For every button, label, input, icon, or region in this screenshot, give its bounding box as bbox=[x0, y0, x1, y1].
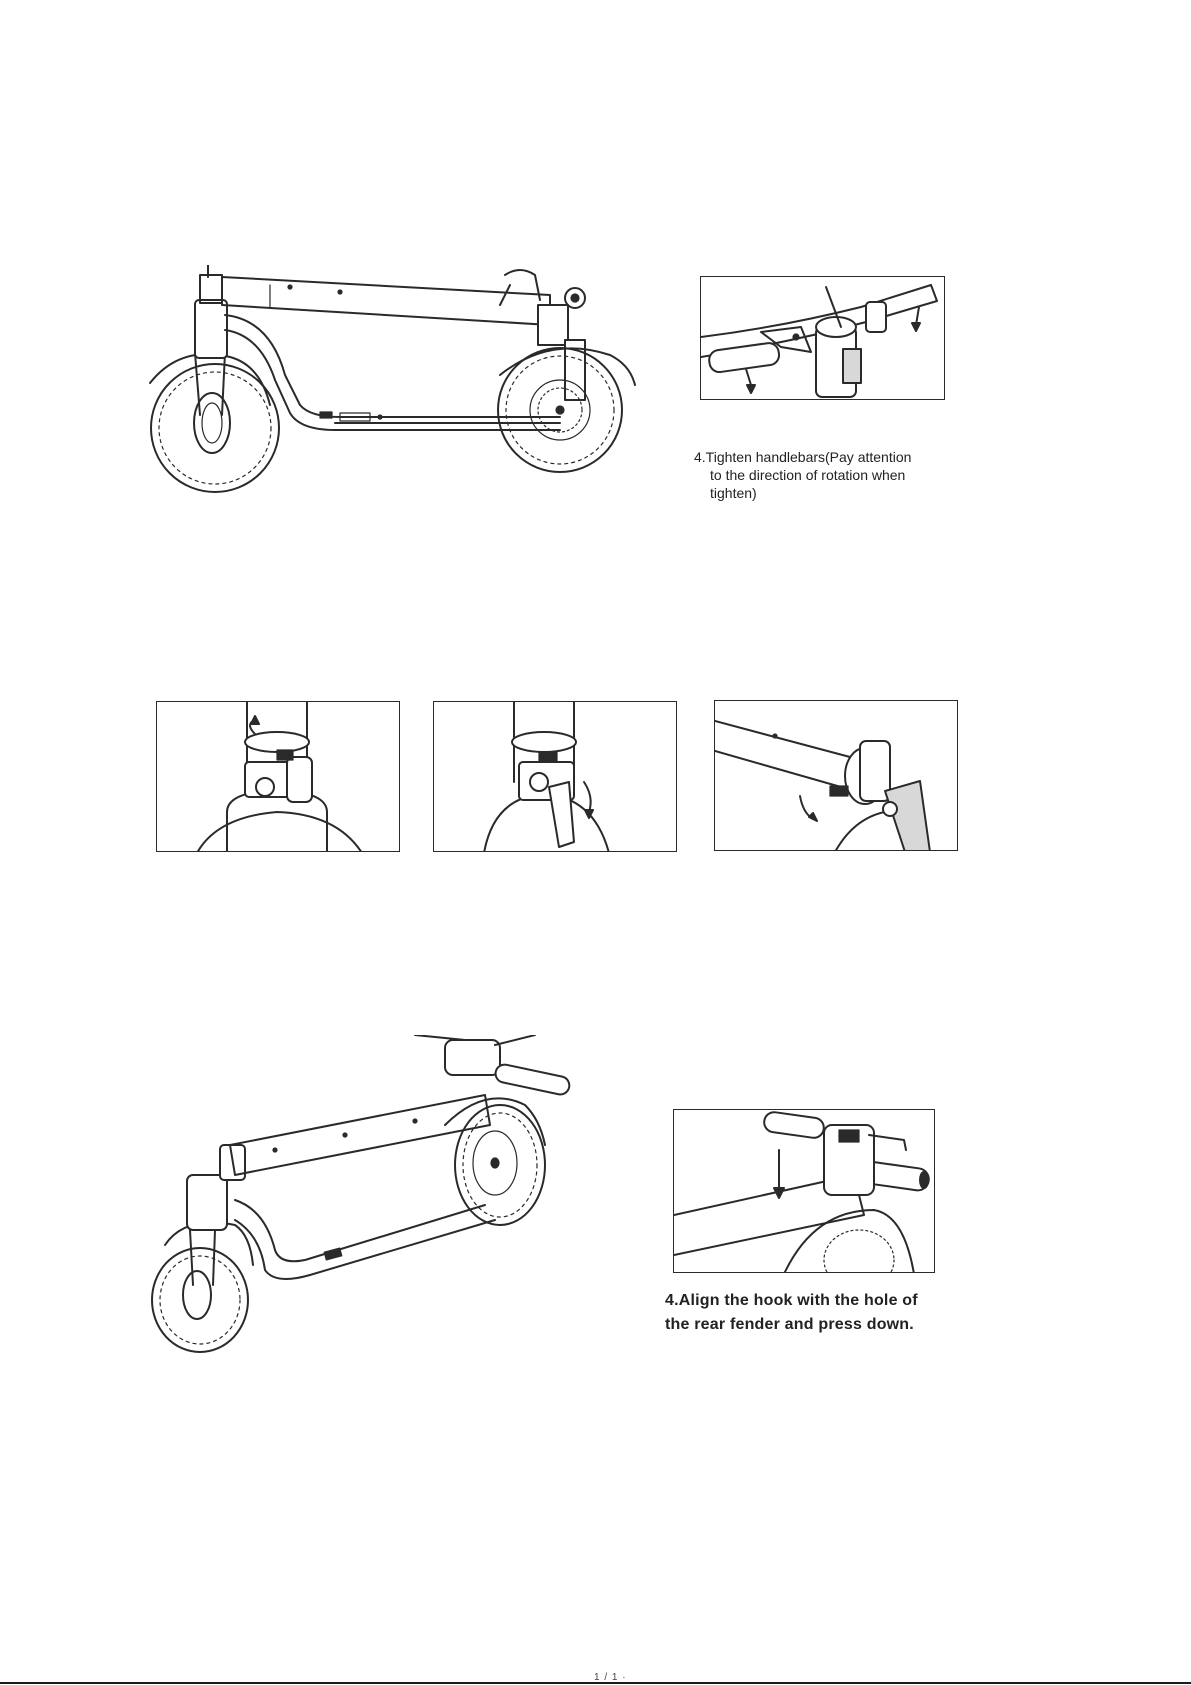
footer-rule bbox=[0, 1682, 1191, 1684]
align-hook-caption: 4.Align the hook with the hole of the re… bbox=[665, 1289, 965, 1337]
caption-line: the rear fender and press down. bbox=[665, 1313, 965, 1337]
folded-scooter-side-illustration bbox=[140, 265, 680, 510]
folding-latch-step-3-frame bbox=[714, 700, 958, 851]
tighten-handlebars-caption: 4.Tighten handlebars(Pay attention to th… bbox=[694, 448, 954, 502]
tighten-handlebars-detail-frame bbox=[700, 276, 945, 400]
folded-scooter-perspective-illustration bbox=[145, 1035, 605, 1355]
caption-line: tighten) bbox=[694, 484, 954, 502]
caption-line: 4.Align the hook with the hole of bbox=[665, 1289, 965, 1313]
align-hook-detail-frame bbox=[673, 1109, 935, 1273]
folding-latch-step-2-frame bbox=[433, 701, 677, 852]
folding-latch-step-1-frame bbox=[156, 701, 400, 852]
caption-line: 4.Tighten handlebars(Pay attention bbox=[694, 448, 954, 466]
caption-line: to the direction of rotation when bbox=[694, 466, 954, 484]
